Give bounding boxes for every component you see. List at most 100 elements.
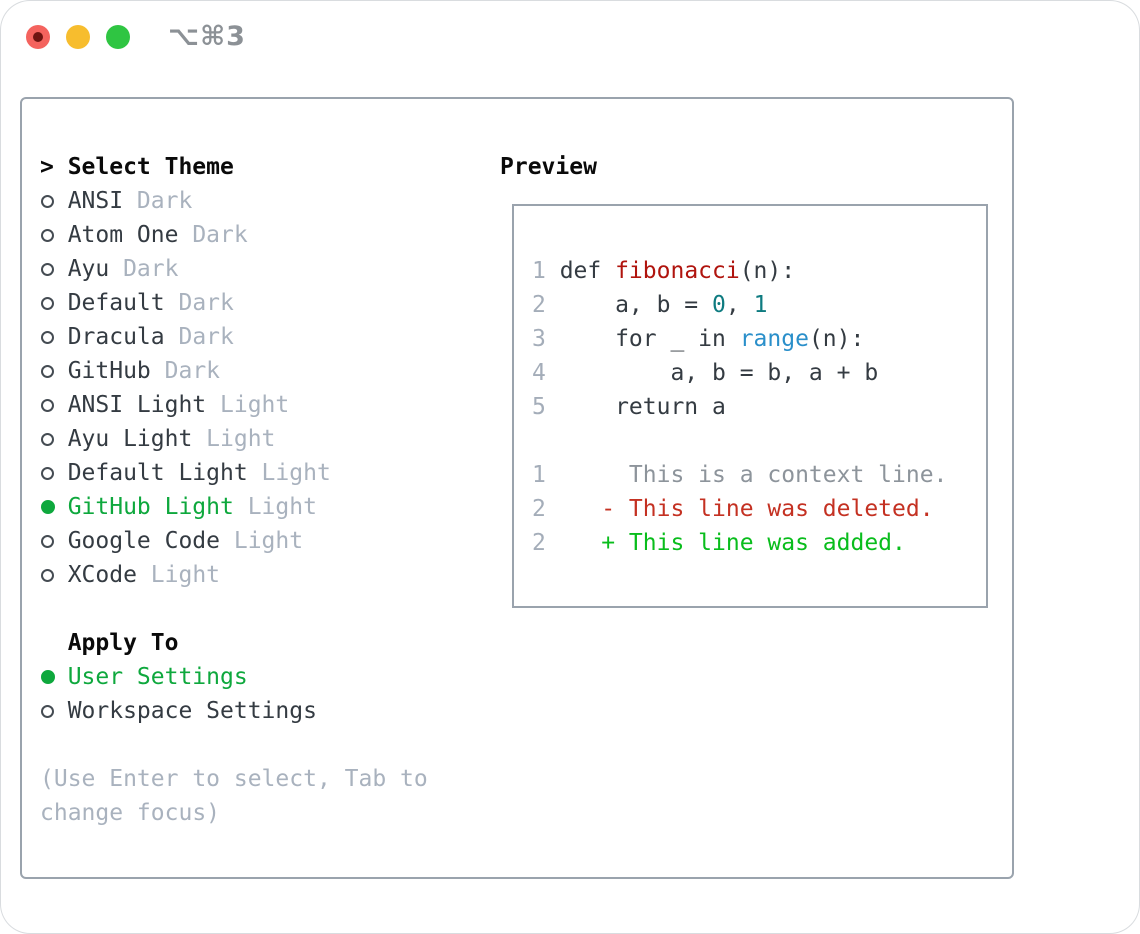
code-segment-func: fibonacci — [615, 258, 740, 284]
window-hotkey-label: ⌥⌘3 — [168, 21, 246, 52]
theme-option-xcode[interactable]: XCode Light — [40, 558, 428, 592]
spacer — [40, 592, 428, 626]
radio-marker — [40, 296, 68, 310]
spacer — [40, 728, 428, 762]
apply-option-workspace-settings[interactable]: Workspace Settings — [40, 694, 428, 728]
code-line: 1 This is a context line. — [532, 458, 986, 492]
code-segment-builtin: range — [739, 326, 809, 352]
code-segment-code: a, b = — [559, 292, 713, 318]
radio-marker — [40, 704, 68, 718]
select-theme-header: > Select Theme — [40, 150, 428, 184]
line-number: 1 — [532, 462, 546, 488]
theme-option-label: Ayu Light — [67, 426, 193, 452]
theme-variant-tag: Light — [206, 392, 290, 418]
line-number: 3 — [532, 326, 546, 352]
radio-marker — [40, 432, 68, 446]
theme-variant-tag: Dark — [178, 222, 248, 248]
radio-marker — [40, 228, 68, 242]
radio-marker — [40, 568, 68, 582]
theme-option-github[interactable]: GitHub Dark — [40, 354, 428, 388]
theme-option-label: Dracula — [67, 324, 165, 350]
line-number: 2 — [532, 530, 546, 556]
hint-line: (Use Enter to select, Tab to — [40, 766, 428, 792]
theme-variant-tag: Dark — [164, 290, 234, 316]
theme-option-label: Atom One — [67, 222, 179, 248]
theme-option-label: Default Light — [67, 460, 248, 486]
line-number: 1 — [532, 258, 546, 284]
theme-option-default[interactable]: Default Dark — [40, 286, 428, 320]
apply-option-user-settings[interactable]: User Settings — [40, 660, 428, 694]
code-line: 2 a, b = 0, 1 — [532, 288, 986, 322]
radio-icon — [41, 466, 54, 480]
code-segment-code: for _ in — [559, 326, 740, 352]
theme-option-label: Ayu — [67, 256, 110, 282]
theme-option-label: XCode — [67, 562, 137, 588]
theme-option-google-code[interactable]: Google Code Light — [40, 524, 428, 558]
theme-variant-tag: Dark — [164, 324, 234, 350]
radio-marker — [40, 262, 68, 276]
theme-variant-tag: Light — [192, 426, 276, 452]
theme-option-ayu[interactable]: Ayu Dark — [40, 252, 428, 286]
radio-selected-icon — [41, 670, 55, 684]
close-button[interactable] — [26, 25, 50, 49]
code-line: 2 - This line was deleted. — [532, 492, 986, 526]
zoom-button[interactable] — [106, 25, 130, 49]
radio-selected-icon — [41, 500, 55, 514]
theme-option-dracula[interactable]: Dracula Dark — [40, 320, 428, 354]
code-segment-code: (n): — [739, 258, 796, 284]
preview-header: Preview — [500, 150, 597, 184]
apply-to-header: Apply To — [40, 626, 428, 660]
theme-option-label: GitHub — [67, 358, 151, 384]
theme-option-label: Default — [67, 290, 165, 316]
select-theme-title: Select Theme — [67, 154, 234, 180]
radio-marker — [40, 500, 68, 514]
theme-option-ayu-light[interactable]: Ayu Light Light — [40, 422, 428, 456]
radio-icon — [41, 534, 54, 548]
cursor-arrow-icon: > — [40, 154, 54, 180]
code-segment-numv: 1 — [753, 292, 768, 318]
blank-line — [532, 424, 986, 458]
theme-option-default-light[interactable]: Default Light Light — [40, 456, 428, 490]
radio-marker — [40, 534, 68, 548]
code-line: 2 + This line was added. — [532, 526, 986, 560]
code-segment-numv: 0 — [712, 292, 726, 318]
preview-title: Preview — [500, 154, 597, 180]
radio-icon — [41, 194, 54, 208]
code-segment-del: - This line was deleted. — [559, 496, 934, 522]
theme-variant-tag: Light — [233, 494, 317, 520]
code-line: 4 a, b = b, a + b — [532, 356, 986, 390]
radio-icon — [41, 398, 54, 412]
theme-variant-tag: Light — [247, 460, 331, 486]
theme-option-ansi[interactable]: ANSI Dark — [40, 184, 428, 218]
line-number: 2 — [532, 496, 546, 522]
theme-option-github-light[interactable]: GitHub Light Light — [40, 490, 428, 524]
radio-icon — [41, 704, 54, 718]
radio-marker — [40, 398, 68, 412]
code-segment-code: (n): — [808, 326, 865, 352]
theme-option-ansi-light[interactable]: ANSI Light Light — [40, 388, 428, 422]
code-segment-code: return a — [559, 394, 726, 420]
theme-variant-tag: Light — [136, 562, 221, 588]
apply-to-title: Apply To — [67, 630, 179, 656]
code-segment-add: + This line was added. — [559, 530, 906, 556]
radio-marker — [40, 670, 68, 684]
theme-option-atom-one[interactable]: Atom One Dark — [40, 218, 428, 252]
code-segment-code: a, b = b, a + b — [559, 360, 879, 386]
minimize-button[interactable] — [66, 25, 90, 49]
code-line: 3 for _ in range(n): — [532, 322, 986, 356]
theme-option-label: ANSI Light — [67, 392, 207, 418]
line-number: 2 — [532, 292, 546, 318]
theme-option-label: Google Code — [67, 528, 221, 554]
radio-marker — [40, 330, 68, 344]
radio-marker — [40, 194, 68, 208]
theme-variant-tag: Dark — [123, 188, 193, 214]
radio-marker — [40, 364, 68, 378]
